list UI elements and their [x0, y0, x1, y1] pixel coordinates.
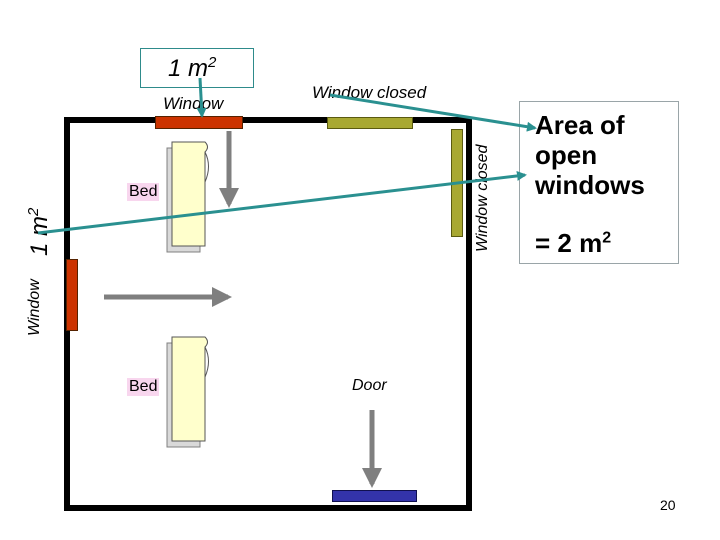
pointer-top-closed-to-summary: [329, 93, 537, 132]
pointer-top-window: [196, 77, 207, 118]
door-bar: [332, 490, 417, 502]
area-summary-value: = 2 m2: [535, 228, 612, 258]
window-top-closed: [327, 117, 413, 129]
bed-2: [166, 336, 209, 448]
page-number: 20: [660, 497, 676, 513]
window-top-label: Window: [163, 94, 224, 113]
window-left-open: [66, 259, 78, 331]
top-area-label: 1 m2: [168, 54, 217, 82]
pointer-left-to-summary: [37, 170, 527, 235]
area-summary-title: Area of open windows: [535, 110, 645, 200]
door-label: Door: [352, 377, 387, 394]
bed-1: [166, 141, 209, 253]
top-area-box: [140, 48, 254, 88]
bed-label-2: Bed: [127, 378, 160, 396]
area-summary-box: [519, 101, 679, 264]
bed-label-1: Bed: [127, 183, 160, 201]
